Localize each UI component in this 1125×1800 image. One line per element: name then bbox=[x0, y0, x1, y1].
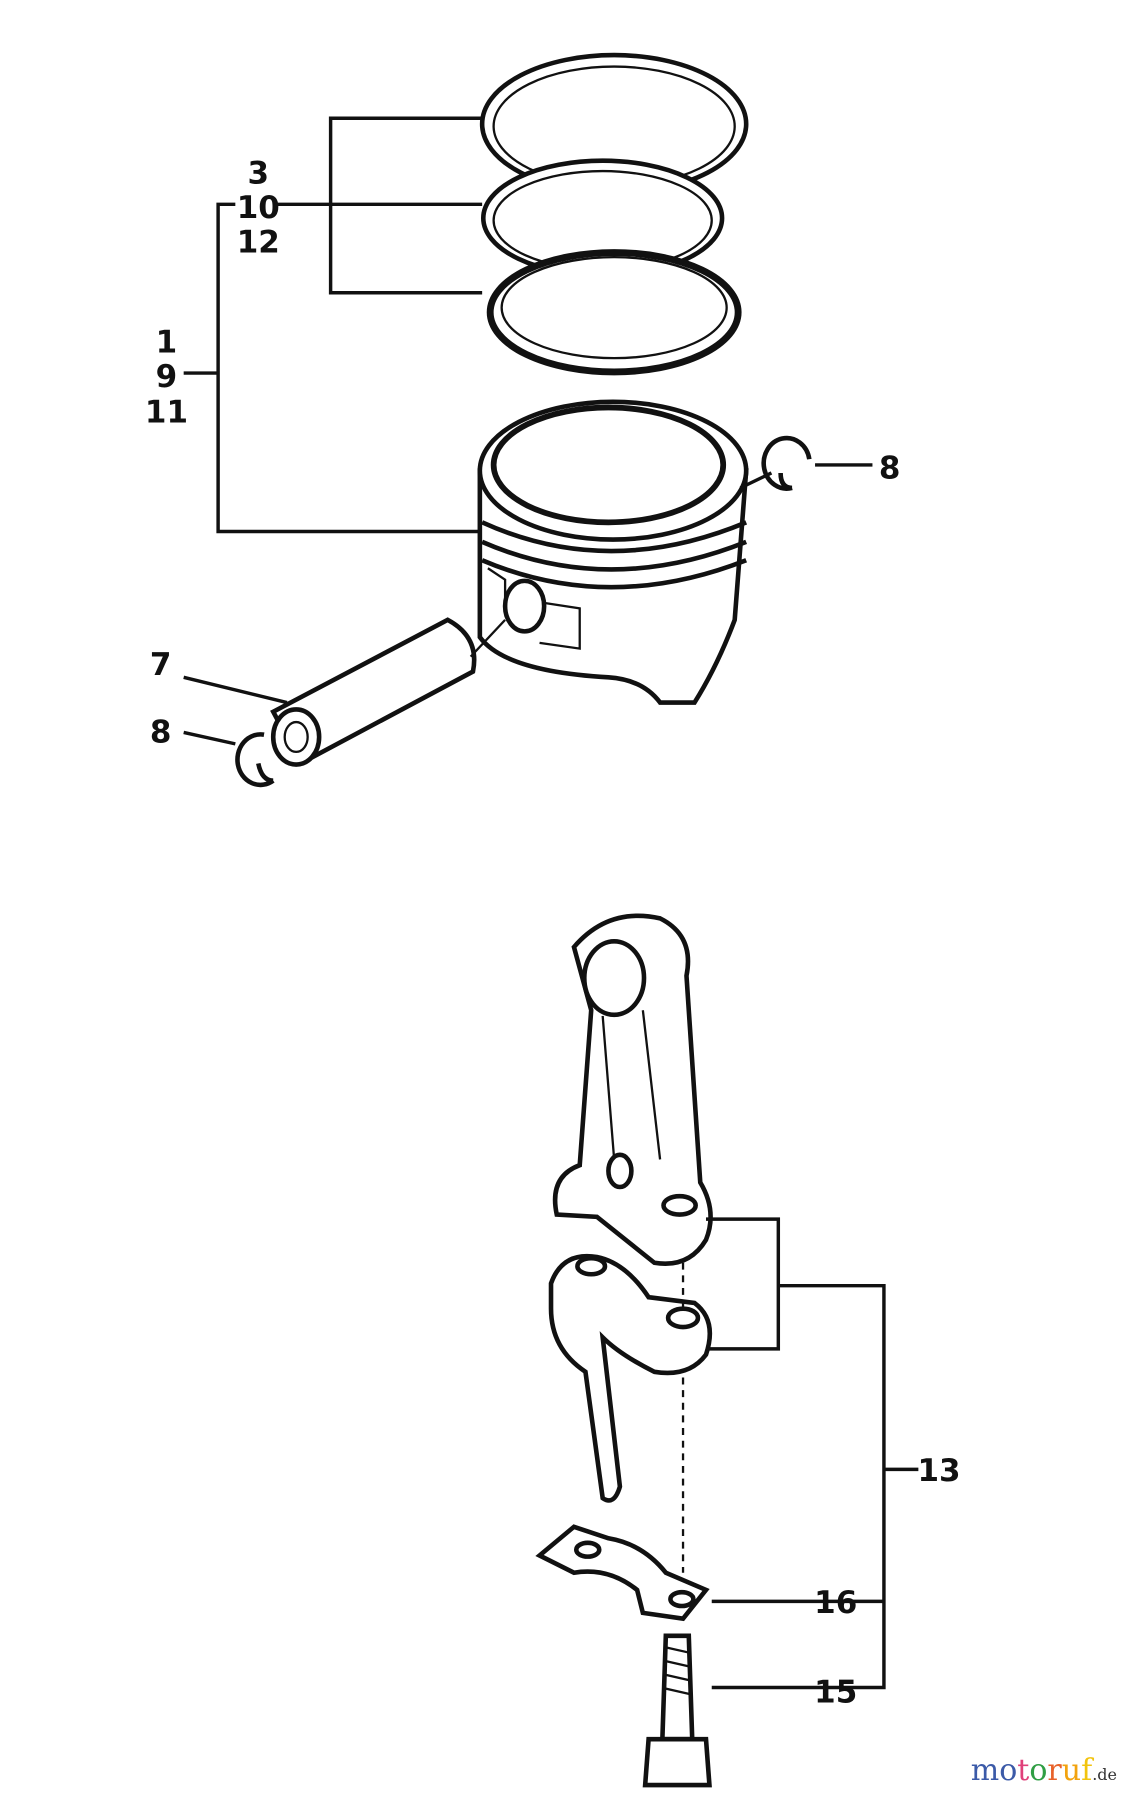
label-7: 7 bbox=[150, 647, 172, 683]
label-15: 15 bbox=[814, 1674, 857, 1710]
circlip-right bbox=[739, 435, 873, 491]
label-16: 16 bbox=[814, 1585, 857, 1621]
watermark-logo: motoruf.de bbox=[970, 1753, 1117, 1788]
leader-conrod bbox=[705, 1217, 919, 1690]
lock-plate bbox=[535, 1524, 710, 1622]
bolt bbox=[642, 1633, 712, 1788]
label-3: 3 bbox=[248, 156, 270, 192]
piston-pin bbox=[270, 617, 506, 767]
connecting-rod bbox=[548, 913, 713, 1503]
label-11: 11 bbox=[145, 394, 188, 430]
label-12: 12 bbox=[237, 225, 280, 261]
leader-piston bbox=[183, 202, 483, 534]
label-1: 1 bbox=[156, 324, 178, 360]
leader-rings bbox=[275, 116, 483, 295]
label-8-left: 8 bbox=[150, 715, 172, 751]
label-8-right: 8 bbox=[879, 451, 901, 487]
label-9: 9 bbox=[156, 359, 178, 395]
piston bbox=[477, 399, 749, 705]
piston-rings bbox=[479, 52, 749, 376]
label-13: 13 bbox=[917, 1453, 960, 1489]
circlip-left bbox=[183, 675, 288, 788]
label-10: 10 bbox=[237, 190, 280, 226]
ring-oil bbox=[486, 249, 742, 376]
